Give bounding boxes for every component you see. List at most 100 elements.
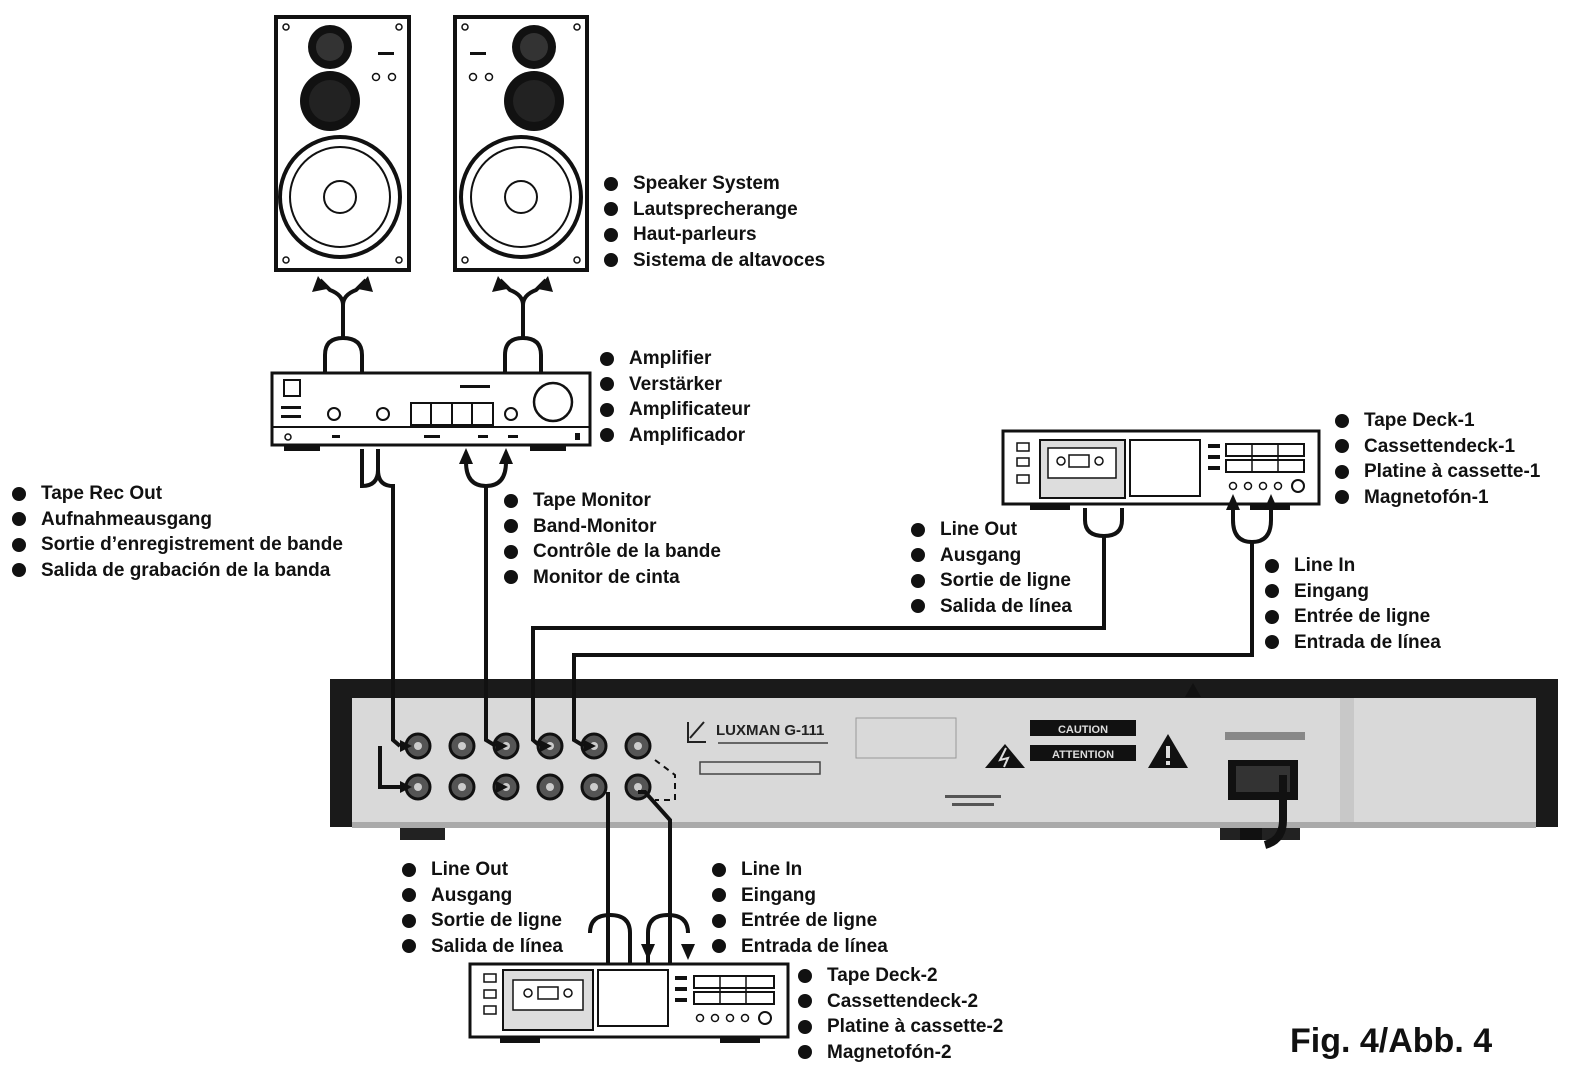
bullet-icon — [600, 428, 614, 442]
bullet-icon — [911, 599, 925, 613]
label-text: Sortie de ligne — [431, 908, 562, 934]
label-text: Tape Deck-1 — [1364, 408, 1475, 434]
bullet-icon — [712, 939, 726, 953]
label-text: Entrada de línea — [741, 934, 888, 960]
label-line: Eingang — [712, 883, 888, 909]
tape-deck-2-label-group: Tape Deck-2 Cassettendeck-2 Platine à ca… — [798, 963, 1003, 1065]
bullet-icon — [604, 228, 618, 242]
bullet-icon — [798, 969, 812, 983]
label-line: Line Out — [911, 517, 1072, 543]
label-text: Entrée de ligne — [1294, 604, 1430, 630]
label-line: Salida de línea — [911, 594, 1072, 620]
label-text: Line Out — [431, 857, 508, 883]
label-line: Lautsprecherange — [604, 197, 825, 223]
figure-caption: Fig. 4/Abb. 4 — [1290, 1022, 1492, 1061]
label-line: Entrée de ligne — [712, 908, 888, 934]
label-line: Haut-parleurs — [604, 222, 825, 248]
label-text: Monitor de cinta — [533, 565, 680, 591]
label-text: Amplificador — [629, 423, 745, 449]
bullet-icon — [600, 352, 614, 366]
line-in-deck2-label-group: Line In Eingang Entrée de ligne Entrada … — [712, 857, 888, 959]
bullet-icon — [1335, 414, 1349, 428]
caution-label: CAUTION — [1058, 724, 1108, 736]
bullet-icon — [402, 939, 416, 953]
amplifier — [272, 373, 590, 451]
label-text: Eingang — [741, 883, 816, 909]
label-line: Line In — [712, 857, 888, 883]
label-line: Sortie d’enregistrement de bande — [12, 532, 343, 558]
bullet-icon — [12, 512, 26, 526]
label-text: Amplificateur — [629, 397, 750, 423]
label-line: Magnetofón-1 — [1335, 485, 1540, 511]
label-line: Eingang — [1265, 579, 1441, 605]
bullet-icon — [1335, 465, 1349, 479]
bullet-icon — [911, 523, 925, 537]
volume-knob-icon — [328, 408, 340, 420]
bullet-icon — [604, 177, 618, 191]
label-text: Platine à cassette-1 — [1364, 459, 1540, 485]
label-text: Aufnahmeausgang — [41, 507, 212, 533]
label-line: Tape Deck-2 — [798, 963, 1003, 989]
label-text: Sistema de altavoces — [633, 248, 825, 274]
line-in-deck1-label-group: Line In Eingang Entrée de ligne Entrada … — [1265, 553, 1441, 655]
label-line: Sistema de altavoces — [604, 248, 825, 274]
label-line: Tape Monitor — [504, 488, 721, 514]
tape-deck-1-label-group: Tape Deck-1 Cassettendeck-1 Platine à ca… — [1335, 408, 1540, 510]
label-text: Salida de línea — [940, 594, 1072, 620]
bullet-icon — [712, 914, 726, 928]
label-line: Entrée de ligne — [1265, 604, 1441, 630]
bullet-icon — [798, 994, 812, 1008]
bullet-icon — [402, 888, 416, 902]
attention-label: ATTENTION — [1052, 749, 1114, 761]
label-line: Salida de línea — [402, 934, 563, 960]
label-line: Tape Rec Out — [12, 481, 343, 507]
bullet-icon — [504, 570, 518, 584]
bullet-icon — [798, 1020, 812, 1034]
label-line: Sortie de ligne — [911, 568, 1072, 594]
label-text: Line In — [741, 857, 802, 883]
bullet-icon — [504, 494, 518, 508]
line-out-deck2-label-group: Line Out Ausgang Sortie de ligne Salida … — [402, 857, 563, 959]
label-text: Sortie d’enregistrement de bande — [41, 532, 343, 558]
label-line: Line Out — [402, 857, 563, 883]
left-speaker — [276, 17, 409, 270]
bullet-icon — [712, 888, 726, 902]
label-text: Ausgang — [431, 883, 512, 909]
label-line: Monitor de cinta — [504, 565, 721, 591]
bullet-icon — [1335, 490, 1349, 504]
label-text: Tape Monitor — [533, 488, 651, 514]
speaker-cables — [320, 280, 546, 372]
label-line: Entrada de línea — [712, 934, 888, 960]
speaker-label-group: Speaker System Lautsprecherange Haut-par… — [604, 171, 825, 273]
label-text: Verstärker — [629, 372, 722, 398]
label-line: Amplificateur — [600, 397, 750, 423]
amplifier-label-group: Amplifier Verstärker Amplificateur Ampli… — [600, 346, 750, 448]
right-speaker — [455, 17, 587, 270]
label-line: Contrôle de la bande — [504, 539, 721, 565]
bullet-icon — [600, 403, 614, 417]
label-text: Entrada de línea — [1294, 630, 1441, 656]
label-text: Platine à cassette-2 — [827, 1014, 1003, 1040]
label-line: Cassettendeck-1 — [1335, 434, 1540, 460]
bullet-icon — [402, 914, 416, 928]
label-line: Ausgang — [402, 883, 563, 909]
label-text: Cassettendeck-2 — [827, 989, 978, 1015]
label-text: Line In — [1294, 553, 1355, 579]
label-text: Contrôle de la bande — [533, 539, 721, 565]
bullet-icon — [798, 1045, 812, 1059]
bullet-icon — [604, 202, 618, 216]
label-line: Ausgang — [911, 543, 1072, 569]
label-text: Line Out — [940, 517, 1017, 543]
label-text: Tape Deck-2 — [827, 963, 938, 989]
label-text: Entrée de ligne — [741, 908, 877, 934]
bullet-icon — [12, 538, 26, 552]
label-line: Speaker System — [604, 171, 825, 197]
label-text: Magnetofón-2 — [827, 1040, 952, 1066]
bullet-icon — [1265, 584, 1279, 598]
bullet-icon — [12, 563, 26, 577]
bullet-icon — [911, 574, 925, 588]
main-volume-knob-icon — [534, 383, 572, 421]
label-line: Amplificador — [600, 423, 750, 449]
label-line: Cassettendeck-2 — [798, 989, 1003, 1015]
label-text: Salida de línea — [431, 934, 563, 960]
